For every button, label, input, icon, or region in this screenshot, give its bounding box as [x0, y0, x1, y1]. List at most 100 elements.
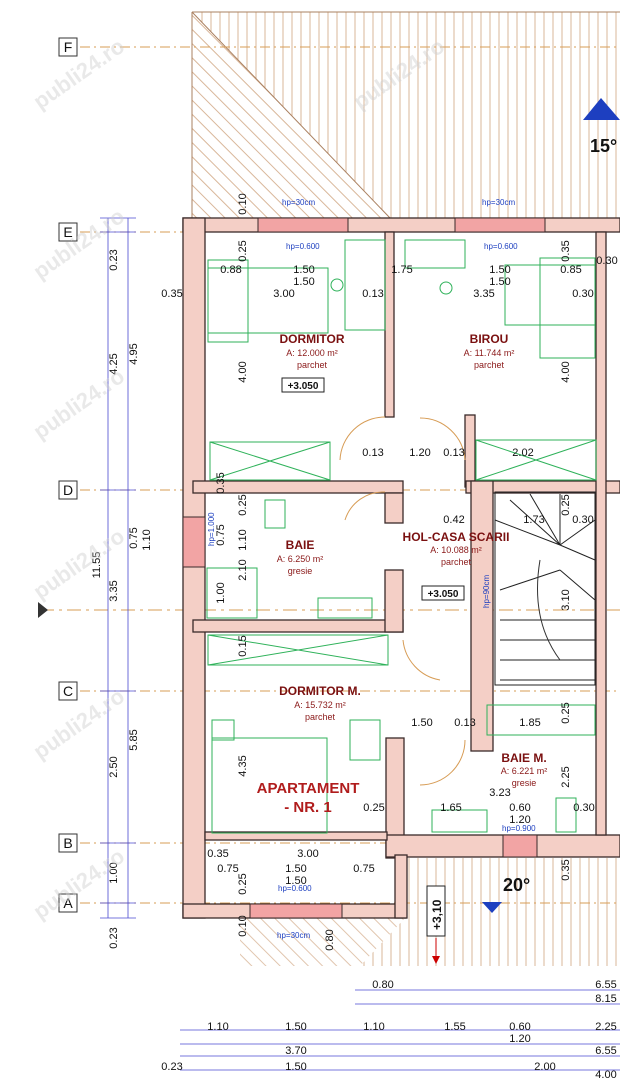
- room-area: A: 6.250 m²: [277, 554, 324, 564]
- staircase: [494, 491, 596, 686]
- bottom-dimensions: 0.80 6.55 8.15 1.10 1.50 1.10 1.55 0.60 …: [161, 979, 616, 1080]
- dim-interior: 0.13: [443, 447, 464, 459]
- dim-left-outer: 0.23: [108, 927, 120, 948]
- watermark: publi24.ro: [29, 363, 129, 444]
- room-baie-m: BAIE M. A: 6.221 m² gresie: [501, 751, 548, 788]
- dim-interior: 0.35: [560, 240, 572, 261]
- dim-left-inner: 0.75: [128, 527, 140, 548]
- window-note: hp=1.000: [207, 512, 216, 546]
- dim-bottom: 2.25: [595, 1021, 616, 1033]
- dim-interior: 0.85: [560, 264, 581, 276]
- slope-top: 15°: [590, 136, 617, 156]
- dim-bottom: 1.55: [444, 1021, 465, 1033]
- room-name: HOL-CASA SCARII: [403, 530, 510, 544]
- dim-interior: 0.35: [560, 859, 572, 880]
- grid-label-d: D: [63, 482, 73, 498]
- watermark: publi24.ro: [29, 683, 129, 764]
- dim-interior: 0.30: [572, 288, 593, 300]
- dim-interior: 3.23: [489, 787, 510, 799]
- dim-interior: 0.25: [237, 873, 249, 894]
- dim-interior: 1.75: [391, 264, 412, 276]
- room-baie: BAIE A: 6.250 m² gresie: [277, 538, 324, 576]
- dim-interior: 1.10: [237, 529, 249, 550]
- section-marker: [38, 602, 48, 618]
- dim-bottom: 8.15: [595, 993, 616, 1005]
- bottom-dimension-lines: [180, 989, 620, 1071]
- dim-left-outer: 11.55: [91, 552, 103, 579]
- window-note: hp=30cm: [277, 931, 310, 940]
- dim-interior: 0.13: [362, 288, 383, 300]
- dim-interior: 0.10: [237, 193, 249, 214]
- window-note: hp=0.900: [502, 824, 536, 833]
- dim-left-outer: 3.35: [108, 580, 120, 601]
- window-note: hp=30cm: [482, 198, 515, 207]
- room-name: BAIE M.: [501, 751, 546, 765]
- dim-interior: 0.88: [220, 264, 241, 276]
- dim-bottom: 6.55: [595, 979, 616, 991]
- dim-interior: 2.02: [512, 447, 533, 459]
- dim-bottom: 3.70: [285, 1045, 306, 1057]
- dim-bottom: 0.80: [372, 979, 393, 991]
- dim-bottom: 1.20: [509, 1033, 530, 1045]
- dim-interior: 0.15: [237, 635, 249, 656]
- dim-interior: 0.35: [161, 288, 182, 300]
- dim-interior: 0.30: [573, 802, 594, 814]
- dim-interior: 0.13: [362, 447, 383, 459]
- dim-bottom: 6.55: [595, 1045, 616, 1057]
- roof-top: [191, 11, 620, 219]
- dim-interior: 0.25: [560, 702, 572, 723]
- dim-left-inner: 5.85: [128, 729, 140, 750]
- grid-label-a: A: [63, 895, 73, 911]
- room-birou: BIROU A: 11.744 m² parchet: [464, 332, 515, 370]
- grid-labels: F E D C B A: [58, 37, 78, 913]
- apartment-title-line2: - NR. 1: [284, 799, 332, 816]
- dim-bottom: 1.50: [285, 1021, 306, 1033]
- room-area: A: 6.221 m²: [501, 766, 548, 776]
- room-finish: parchet: [441, 557, 472, 567]
- dim-interior: 1.65: [440, 802, 461, 814]
- windows: [182, 217, 546, 919]
- level-hall: +3.050: [428, 589, 459, 600]
- room-area: A: 10.088 m²: [430, 545, 482, 555]
- room-name: DORMITOR M.: [279, 684, 361, 698]
- room-finish: parchet: [305, 712, 336, 722]
- dim-interior: 1.50: [285, 875, 306, 887]
- dim-interior: 2.10: [237, 559, 249, 580]
- room-name: BIROU: [470, 332, 509, 346]
- level-main: +3.050: [288, 381, 319, 392]
- dim-interior: 0.25: [237, 494, 249, 515]
- furniture: [206, 239, 597, 834]
- dim-interior: 4.00: [237, 361, 249, 382]
- room-hol-casa-scarii: HOL-CASA SCARII A: 10.088 m² parchet: [403, 530, 510, 567]
- dim-interior: 0.60: [509, 802, 530, 814]
- dim-interior: 0.30: [572, 514, 593, 526]
- dim-interior: 0.35: [215, 472, 227, 493]
- dim-interior: 0.25: [237, 240, 249, 261]
- roof-bottom: [240, 858, 620, 966]
- dim-interior: 0.25: [363, 802, 384, 814]
- dim-interior: 0.10: [237, 915, 249, 936]
- watermark: publi24.ro: [29, 33, 129, 114]
- dim-interior: 3.00: [297, 848, 318, 860]
- dim-interior: 3.35: [473, 288, 494, 300]
- room-labels: DORMITOR A: 12.000 m² parchet BIROU A: 1…: [277, 332, 548, 788]
- dim-bottom: 1.50: [285, 1061, 306, 1073]
- room-area: A: 11.744 m²: [464, 348, 515, 358]
- dim-interior: 1.50: [293, 276, 314, 288]
- dim-interior: 1.50: [285, 863, 306, 875]
- dim-interior: 1.73: [523, 514, 544, 526]
- dim-interior: 0.25: [560, 494, 572, 515]
- dim-bottom: 4.00: [595, 1069, 616, 1080]
- dim-interior: 3.10: [560, 589, 572, 610]
- dim-bottom: 0.23: [161, 1061, 182, 1073]
- apartment-title: APARTAMENT - NR. 1: [257, 780, 360, 816]
- dim-bottom: 0.60: [509, 1021, 530, 1033]
- level-terrace: +3,10: [430, 899, 444, 930]
- grid-label-b: B: [63, 835, 72, 851]
- dim-interior: 1.50: [411, 717, 432, 729]
- dim-left-outer: 0.23: [108, 249, 120, 270]
- dim-interior: 4.00: [560, 361, 572, 382]
- room-name: BAIE: [286, 538, 315, 552]
- dim-interior: 1.50: [293, 264, 314, 276]
- room-dormitor-m: DORMITOR M. A: 15.732 m² parchet: [279, 684, 361, 722]
